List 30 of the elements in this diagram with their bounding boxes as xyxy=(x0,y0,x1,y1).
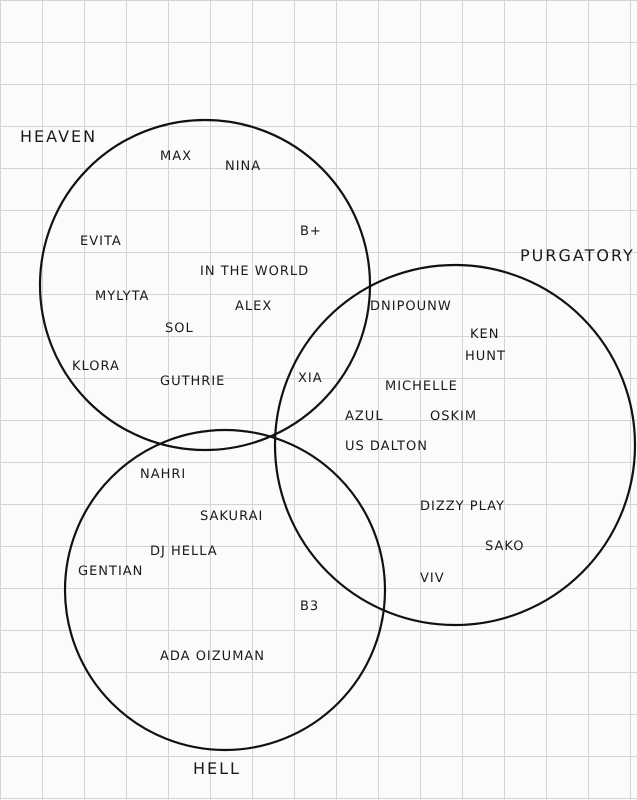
name-text: DJ HELLA xyxy=(150,545,218,560)
name-text: HUNT xyxy=(465,350,506,364)
name-text: EVITA xyxy=(80,235,122,250)
name-text: B+ xyxy=(300,225,322,240)
name-text: DNIPOUNW xyxy=(370,300,452,314)
name-text: GENTIAN xyxy=(78,565,144,580)
name-text: DIZZY PLAY xyxy=(420,500,505,514)
name-text: SAKURAI xyxy=(200,510,264,524)
name-text: US DALTON xyxy=(345,440,428,454)
name-text: ADA OIZUMAN xyxy=(160,650,266,664)
name-text: MAX xyxy=(160,150,192,164)
name-text: SAKO xyxy=(485,540,524,554)
name-text: B3 xyxy=(300,600,320,614)
name-text: IN THE WORLD xyxy=(200,265,310,280)
name-text: MYLYTA xyxy=(95,290,150,304)
name-text: AZUL xyxy=(345,410,384,424)
name-text: VIV xyxy=(420,572,445,586)
name-text: GUTHRIE xyxy=(160,375,226,390)
name-text: NAHRI xyxy=(140,468,186,482)
name-text: XIA xyxy=(298,372,323,386)
name-text: ALEX xyxy=(235,300,272,314)
set-label: HELL xyxy=(193,760,241,778)
name-text: SOL xyxy=(165,322,194,336)
name-text: KEN xyxy=(470,328,500,342)
set-label: PURGATORY xyxy=(520,247,635,265)
name-text: MICHELLE xyxy=(385,380,458,394)
name-text: OSKIM xyxy=(430,410,478,424)
name-text: KLORA xyxy=(72,360,120,374)
set-label: HEAVEN xyxy=(20,128,98,146)
name-text: NINA xyxy=(225,160,262,174)
